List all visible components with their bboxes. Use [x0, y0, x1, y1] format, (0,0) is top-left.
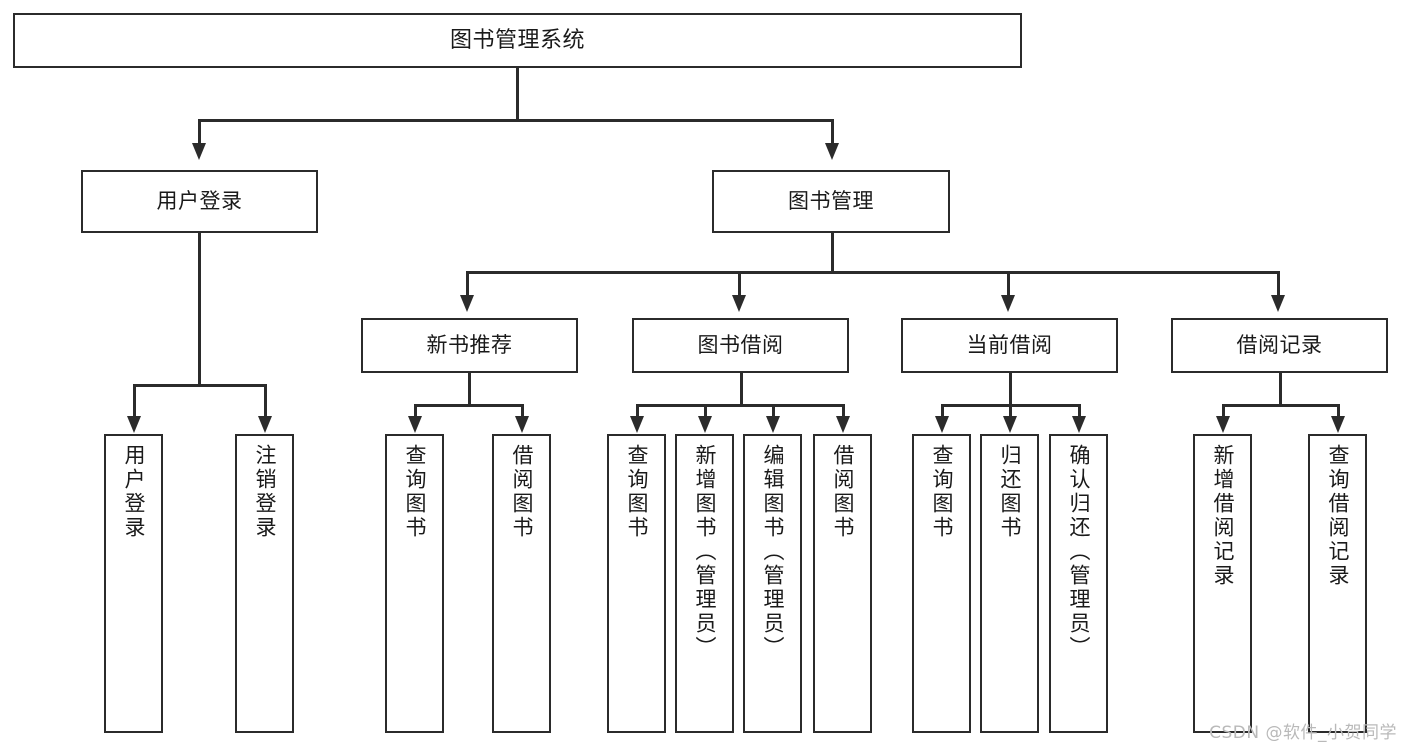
node-label: 查询图书	[403, 444, 427, 540]
node-leaf-query-book-1[interactable]: 查询图书	[385, 434, 444, 733]
node-label: 归还图书	[998, 444, 1022, 540]
node-label: 查询借阅记录	[1326, 444, 1350, 588]
node-leaf-logout-login[interactable]: 注销登录	[235, 434, 294, 733]
node-leaf-borrow-book-2[interactable]: 借阅图书	[813, 434, 872, 733]
arrow-to-leaf-logout-login	[258, 416, 272, 433]
node-book-borrow[interactable]: 图书借阅	[632, 318, 849, 373]
node-label: 新增借阅记录	[1211, 444, 1235, 588]
edge-bookmanage-stem	[831, 233, 834, 272]
node-label: 当前借阅	[966, 333, 1053, 358]
node-leaf-user-login[interactable]: 用户登录	[104, 434, 163, 733]
edge-currentborrow-drop-3	[1078, 404, 1081, 418]
edge-root-stem	[516, 68, 519, 120]
arrow-to-user-login	[192, 143, 206, 160]
arrow-to-leaf-return-book	[1003, 416, 1017, 433]
node-root-book-management-system[interactable]: 图书管理系统	[13, 13, 1022, 68]
arrow-to-leaf-query-book-3	[935, 416, 949, 433]
edge-userlogin-stem	[198, 233, 201, 385]
edge-bookborrow-drop-2	[704, 404, 707, 418]
node-leaf-borrow-book-1[interactable]: 借阅图书	[492, 434, 551, 733]
node-leaf-add-record[interactable]: 新增借阅记录	[1193, 434, 1252, 733]
edge-newbook-bus	[414, 404, 524, 407]
edge-bookborrow-drop-1	[636, 404, 639, 418]
node-borrow-record[interactable]: 借阅记录	[1171, 318, 1388, 373]
edge-bookborrow-stem	[740, 373, 743, 406]
node-label: 查询图书	[930, 444, 954, 540]
node-label: 编辑图书（管理员）	[761, 444, 785, 660]
edge-bookmanage-bus	[466, 271, 1280, 274]
edge-borrowrecord-drop-1	[1222, 404, 1225, 418]
node-label: 新书推荐	[426, 333, 513, 358]
edge-root-bus	[198, 119, 834, 122]
arrow-to-leaf-borrow-book-1	[515, 416, 529, 433]
edge-bookmanage-drop-1	[466, 271, 469, 295]
edge-currentborrow-drop-2	[1009, 404, 1012, 418]
node-leaf-query-book-3[interactable]: 查询图书	[912, 434, 971, 733]
arrow-to-borrow-record	[1271, 295, 1285, 312]
node-new-book-recommend[interactable]: 新书推荐	[361, 318, 578, 373]
node-leaf-return-book[interactable]: 归还图书	[980, 434, 1039, 733]
edge-borrowrecord-stem	[1279, 373, 1282, 406]
node-book-manage[interactable]: 图书管理	[712, 170, 950, 233]
edge-bookmanage-drop-2	[738, 271, 741, 295]
node-label: 新增图书（管理员）	[693, 444, 717, 660]
node-label: 借阅图书	[510, 444, 534, 540]
arrow-to-book-borrow	[732, 295, 746, 312]
edge-bookborrow-bus	[636, 404, 844, 407]
node-label: 借阅记录	[1236, 333, 1323, 358]
arrow-to-leaf-add-book	[698, 416, 712, 433]
arrow-to-leaf-query-record	[1331, 416, 1345, 433]
edge-newbook-drop-1	[414, 404, 417, 418]
node-label: 图书借阅	[697, 333, 784, 358]
node-label: 图书管理	[788, 189, 874, 214]
node-leaf-query-record[interactable]: 查询借阅记录	[1308, 434, 1367, 733]
edge-bookmanage-drop-3	[1007, 271, 1010, 295]
node-leaf-add-book[interactable]: 新增图书（管理员）	[675, 434, 734, 733]
edge-bookmanage-drop-4	[1277, 271, 1280, 295]
arrow-to-leaf-edit-book	[766, 416, 780, 433]
edge-currentborrow-drop-1	[941, 404, 944, 418]
arrow-to-current-borrow	[1001, 295, 1015, 312]
node-current-borrow[interactable]: 当前借阅	[901, 318, 1118, 373]
arrow-to-leaf-borrow-book-2	[836, 416, 850, 433]
arrow-to-leaf-user-login	[127, 416, 141, 433]
node-leaf-query-book-2[interactable]: 查询图书	[607, 434, 666, 733]
edge-newbook-drop-2	[521, 404, 524, 418]
node-user-login[interactable]: 用户登录	[81, 170, 318, 233]
edge-root-drop-left	[198, 119, 201, 143]
node-leaf-edit-book[interactable]: 编辑图书（管理员）	[743, 434, 802, 733]
edge-borrowrecord-bus	[1222, 404, 1340, 407]
edge-userlogin-drop-1	[133, 384, 136, 416]
node-label: 注销登录	[253, 444, 277, 540]
edge-root-drop-right	[831, 119, 834, 143]
arrow-to-leaf-confirm-return	[1072, 416, 1086, 433]
edge-borrowrecord-drop-2	[1337, 404, 1340, 418]
node-label: 借阅图书	[831, 444, 855, 540]
arrow-to-new-book-recommend	[460, 295, 474, 312]
edge-userlogin-drop-2	[264, 384, 267, 416]
arrow-to-leaf-query-book-2	[630, 416, 644, 433]
node-label: 确认归还（管理员）	[1067, 444, 1091, 660]
edge-bookborrow-drop-4	[842, 404, 845, 418]
arrow-to-leaf-query-book-1	[408, 416, 422, 433]
edge-userlogin-bus	[133, 384, 266, 387]
node-label: 用户登录	[156, 189, 243, 214]
node-label: 查询图书	[625, 444, 649, 540]
edge-currentborrow-stem	[1009, 373, 1012, 406]
edge-newbook-stem	[468, 373, 471, 406]
node-leaf-confirm-return[interactable]: 确认归还（管理员）	[1049, 434, 1108, 733]
arrow-to-leaf-add-record	[1216, 416, 1230, 433]
watermark: CSDN @软件_小贺同学	[1209, 723, 1397, 743]
node-label: 图书管理系统	[449, 27, 585, 53]
arrow-to-book-manage	[825, 143, 839, 160]
node-label: 用户登录	[122, 444, 146, 540]
edge-bookborrow-drop-3	[772, 404, 775, 418]
